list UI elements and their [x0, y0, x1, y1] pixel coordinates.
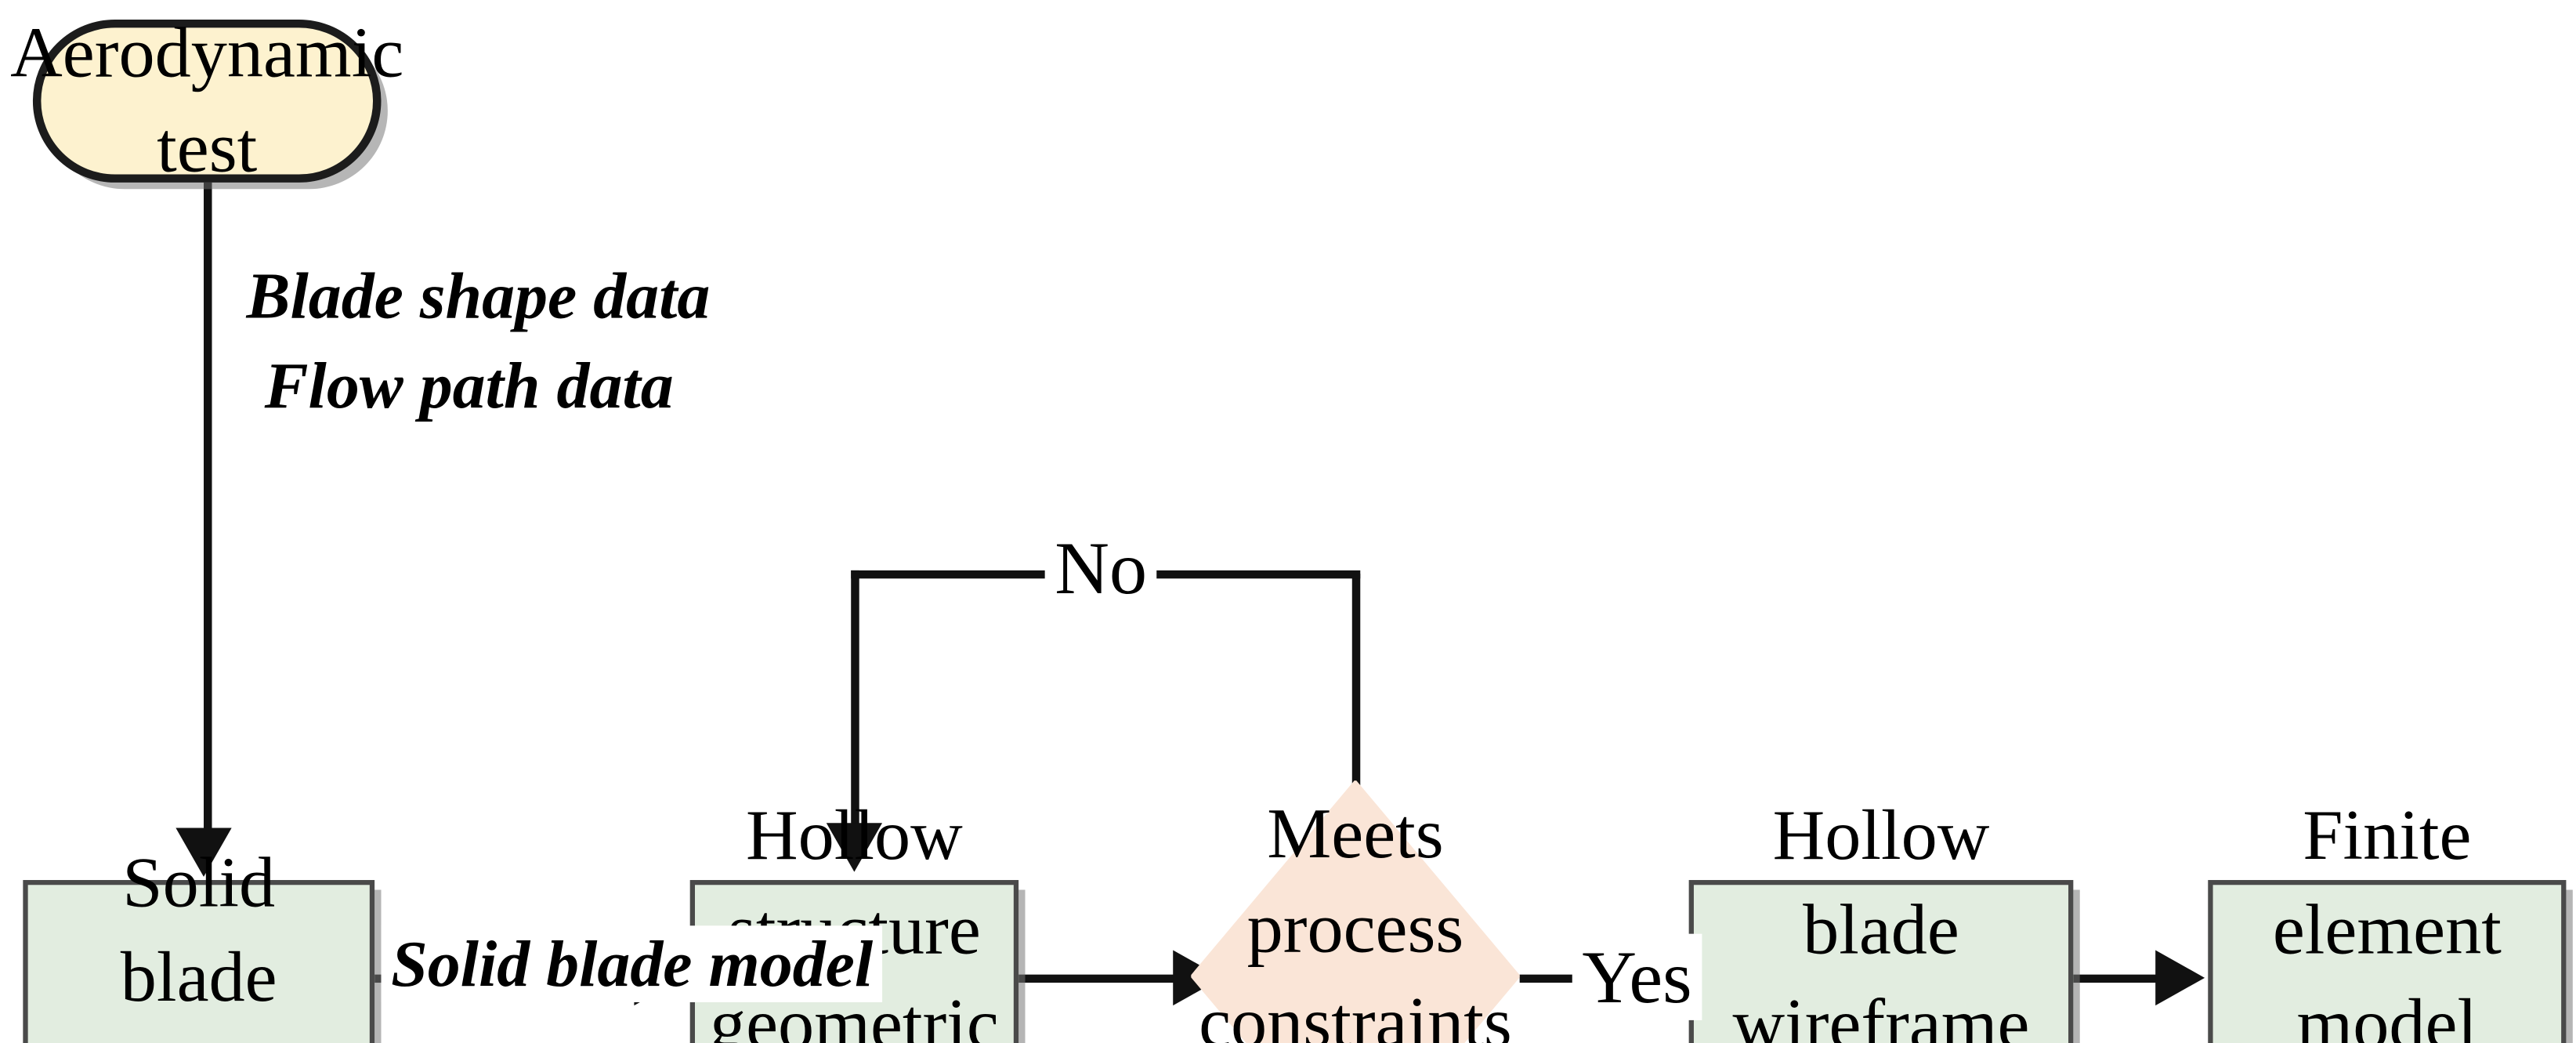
- edge-no-loop-arrowhead: [826, 823, 883, 872]
- node-meets-process-constraints-label: Meets process constraints ?: [1191, 780, 1519, 1043]
- node-fem-gen-line1: Finite element: [2272, 795, 2502, 970]
- edge-no-loop-right-vertical: [1351, 574, 1361, 786]
- edge-hollow-to-process-line: [1018, 974, 1183, 983]
- node-fem-gen-label: Finite element model generation: [2213, 788, 2562, 1043]
- edge-label-flow-path-data: Flow path data: [255, 346, 684, 424]
- node-aerodynamic-test-line2: test: [157, 107, 258, 188]
- node-hollow-structure-label: Hollow structure geometric design: [693, 788, 1015, 1043]
- edge-no-loop-left-vertical: [851, 570, 859, 831]
- node-meets-process-constraints[interactable]: Meets process constraints ?: [1191, 780, 1520, 1043]
- meets-process-constraints-shape: [1191, 780, 1520, 1043]
- edge-aero-to-solid-line: [204, 182, 212, 861]
- node-solid-blade-modeling-label: Solid blade modeling: [28, 836, 370, 1043]
- node-solid-blade-modeling-line1: Solid blade: [120, 842, 277, 1017]
- node-aerodynamic-test-line1: Aerodynamic: [10, 13, 404, 93]
- edge-label-process-yes: Yes: [1572, 933, 1702, 1020]
- edge-label-blade-shape-data: Blade shape data: [236, 257, 720, 335]
- edge-aero-to-solid-arrowhead: [175, 828, 232, 877]
- node-wireframe-label: Hollow blade wireframe modeling: [1694, 788, 2068, 1043]
- node-solid-blade-modeling[interactable]: Solid blade modeling: [23, 842, 375, 1043]
- node-aerodynamic-test-label: Aerodynamic test: [0, 6, 420, 196]
- node-meets-process-line1: Meets process: [1246, 793, 1464, 969]
- edge-label-process-no: No: [1044, 524, 1157, 611]
- edge-label-solid-blade-model: Solid blade model: [381, 925, 883, 1003]
- node-hollow-blade-wireframe-modeling[interactable]: Hollow blade wireframe modeling: [1688, 795, 2074, 1043]
- node-wireframe-line1: Hollow blade: [1772, 795, 1990, 970]
- node-wireframe-line2: wireframe modeling: [1732, 984, 2030, 1043]
- node-aerodynamic-test[interactable]: Aerodynamic test: [10, 13, 403, 187]
- edge-wireframe-to-fem-line: [2073, 974, 2189, 983]
- node-finite-element-model-generation[interactable]: Finite element model generation: [2208, 795, 2567, 1043]
- edge-wireframe-to-fem-arrowhead: [2155, 950, 2205, 1006]
- node-meets-process-line2: constraints ?: [1199, 983, 1512, 1043]
- node-fem-gen-line2: model generation: [2296, 984, 2478, 1043]
- node-solid-blade-modeling-line2: modeling: [62, 1032, 335, 1043]
